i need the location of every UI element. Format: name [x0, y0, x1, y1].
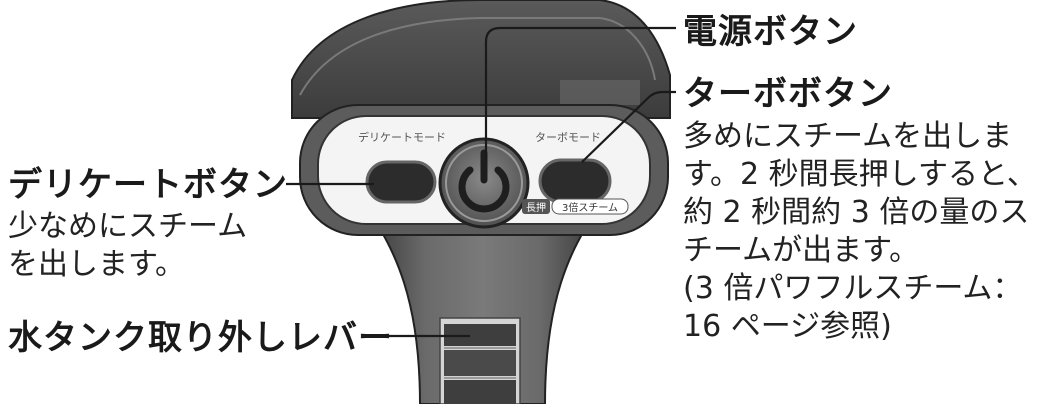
turbo-desc-line: チームが出ます。: [683, 233, 920, 268]
delicate-desc-line: 少なめにスチーム: [8, 209, 248, 244]
turbo-button[interactable]: [538, 158, 612, 204]
turbo-mode-label: ターボモード: [535, 131, 601, 144]
turbo-desc-line: 約 2 秒間約 3 倍の量のス: [683, 195, 1030, 230]
turbo-button-description: 多めにスチームを出しま す。2 秒間長押しすると、 約 2 秒間約 3 倍の量の…: [683, 118, 1037, 346]
turbo-button-callout: ターボボタン: [683, 74, 893, 114]
turbo-leader-line: [581, 90, 676, 163]
triple-steam-label: 3倍スチーム: [562, 201, 618, 214]
steamer-handle: [366, 209, 599, 404]
water-tank-lever[interactable]: [439, 317, 521, 404]
turbo-desc-line: (3 倍パワフルスチーム：: [683, 271, 1023, 306]
turbo-desc-line: 16 ページ参照): [683, 309, 892, 344]
delicate-button[interactable]: [365, 160, 437, 204]
water-tank-lever-callout: 水タンク取り外しレバー: [8, 318, 393, 358]
turbo-desc-line: す。2 秒間長押しすると、: [683, 157, 1037, 192]
long-press-label: 長押: [526, 201, 546, 214]
turbo-desc-line: 多めにスチームを出しま: [683, 119, 1013, 154]
power-button-callout: 電源ボタン: [683, 12, 858, 52]
delicate-button-callout: デリケートボタン: [8, 165, 288, 205]
power-icon: [458, 149, 510, 213]
delicate-desc-line: を出します。: [8, 247, 185, 282]
delicate-mode-label: デリケートモード: [358, 130, 446, 144]
delicate-button-description: 少なめにスチーム を出します。: [8, 208, 247, 284]
long-press-badge: [522, 199, 550, 214]
triple-steam-badge: [551, 198, 629, 215]
power-leader-line: [484, 26, 676, 160]
